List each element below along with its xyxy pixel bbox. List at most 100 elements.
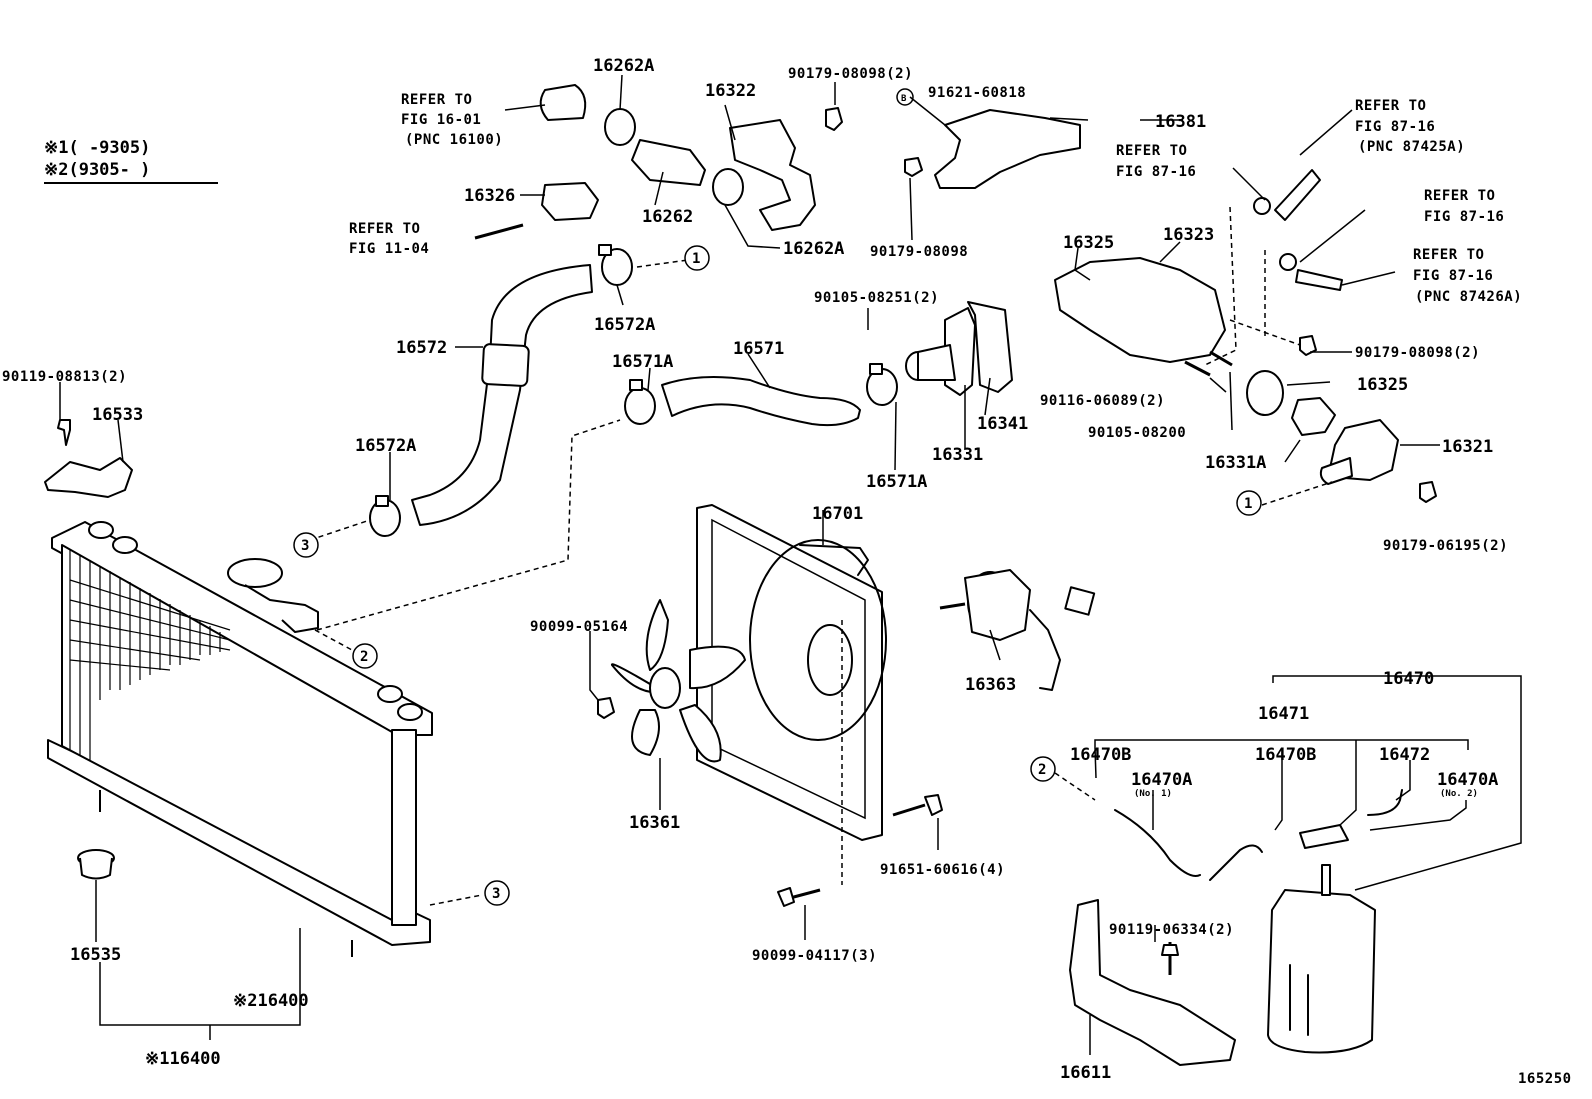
radiator-outlet-hose xyxy=(661,375,861,427)
callout-3-left: 3 xyxy=(301,538,310,554)
water-bypass-pipe xyxy=(729,119,816,231)
radiator-support-bracket xyxy=(44,419,133,498)
label-90179-08098-2-top: 90179-08098(2) xyxy=(788,66,913,82)
label-16470A-left: 16470A xyxy=(1131,770,1192,790)
ref-fig-16-01-line2: FIG 16-01 xyxy=(401,112,481,128)
label-90119-08813: 90119-08813(2) xyxy=(2,369,127,385)
label-16363: 16363 xyxy=(965,675,1016,695)
radiator-side-tank xyxy=(391,729,417,926)
callout-2-radiator: 2 xyxy=(360,649,369,665)
reference-lines xyxy=(309,206,1333,906)
upper-hose-clamp xyxy=(604,108,636,146)
label-90179-08098-2-right: 90179-08098(2) xyxy=(1355,345,1480,361)
hose-sleeve xyxy=(481,343,530,387)
callout-b-circle xyxy=(896,88,914,106)
label-16262: 16262 xyxy=(642,207,693,227)
cap-hose xyxy=(1367,789,1403,816)
label-16572A-bottom: 16572A xyxy=(355,436,416,456)
radiator-cap xyxy=(227,558,283,588)
radiator-lower-cushion xyxy=(77,849,115,880)
radiator-mount-top-left xyxy=(88,521,114,539)
callout-1-inlet: 1 xyxy=(1244,496,1253,512)
label-16470: 16470 xyxy=(1383,669,1434,689)
ref-fig-87-16-a-line2: FIG 87-16 xyxy=(1355,119,1435,135)
part-labels: REFER TO FIG 16-01 (PNC 16100) REFER TO … xyxy=(2,56,1571,1087)
ref-fig-11-04-line2: FIG 11-04 xyxy=(349,241,429,257)
label-16322: 16322 xyxy=(705,81,756,101)
label-16571: 16571 xyxy=(733,339,784,359)
label-16325-mid: 16325 xyxy=(1357,375,1408,395)
label-16470B-right: 16470B xyxy=(1255,745,1316,765)
label-90099-05164: 90099-05164 xyxy=(530,619,628,635)
inlet-gasket xyxy=(967,301,1013,393)
fan-motor xyxy=(939,569,1096,691)
radiator-illustration xyxy=(47,521,433,957)
ref-fig-11-04-line1: REFER TO xyxy=(349,221,420,237)
label-16321: 16321 xyxy=(1442,437,1493,457)
ref-fig-87-16-d-line1: REFER TO xyxy=(1413,247,1484,263)
label-16470A-right: 16470A xyxy=(1437,770,1498,790)
ref-fig-87-16-a-line3: (PNC 87425A) xyxy=(1358,139,1465,155)
ref-fig-87-16-d-line3: (PNC 87426A) xyxy=(1415,289,1522,305)
water-inlet-housing xyxy=(905,307,976,396)
label-90179-08098: 90179-08098 xyxy=(870,244,968,260)
label-16331: 16331 xyxy=(932,445,983,465)
label-16262A-top: 16262A xyxy=(593,56,654,76)
radiator-inlet-pipe xyxy=(244,584,319,633)
callout-3-radiator: 3 xyxy=(492,886,501,902)
ref-fig-87-16-b-line2: FIG 87-16 xyxy=(1116,164,1196,180)
label-91621-60818: 91621-60818 xyxy=(928,85,1026,101)
label-16470A-left-sub: (No. 1) xyxy=(1134,789,1172,799)
stud-bolt xyxy=(474,223,524,240)
label-216400: ※216400 xyxy=(233,991,309,1011)
label-16701: 16701 xyxy=(812,504,863,524)
label-16381: 16381 xyxy=(1155,112,1206,132)
cooling-fan xyxy=(597,599,746,763)
label-16361: 16361 xyxy=(629,813,680,833)
label-16326: 16326 xyxy=(464,186,515,206)
label-116400: ※116400 xyxy=(145,1049,221,1069)
hose-clamp-upper xyxy=(598,244,633,286)
overflow-hose-1 xyxy=(1114,809,1201,877)
label-16323: 16323 xyxy=(1163,225,1214,245)
ref-fig-87-16-c-line2: FIG 87-16 xyxy=(1424,209,1504,225)
label-16571A-top: 16571A xyxy=(612,352,673,372)
label-90105-08251: 90105-08251(2) xyxy=(814,290,939,306)
callout-2-reservoir: 2 xyxy=(1038,762,1047,778)
label-16470A-right-sub: (No. 2) xyxy=(1440,789,1478,799)
hose-clamp-outlet-left xyxy=(624,379,656,425)
label-16572: 16572 xyxy=(396,338,447,358)
gasket-16326 xyxy=(541,182,599,221)
label-16572A-top: 16572A xyxy=(594,315,655,335)
hose-clamp-lower xyxy=(369,495,401,537)
engine-bracket xyxy=(934,109,1081,189)
label-16472: 16472 xyxy=(1379,745,1430,765)
label-91651-60616: 91651-60616(4) xyxy=(880,862,1005,878)
label-16535: 16535 xyxy=(70,945,121,965)
label-90099-04117: 90099-04117(3) xyxy=(752,948,877,964)
reservoir-tank xyxy=(1267,824,1376,1054)
overflow-hose-2 xyxy=(1209,844,1263,881)
label-16470B-left: 16470B xyxy=(1070,745,1131,765)
label-16571A-bottom: 16571A xyxy=(866,472,927,492)
ref-fig-87-16-d-line2: FIG 87-16 xyxy=(1413,268,1493,284)
label-16533: 16533 xyxy=(92,405,143,425)
fan-shroud xyxy=(696,504,887,841)
label-16611: 16611 xyxy=(1060,1063,1111,1083)
label-90105-08200: 90105-08200 xyxy=(1088,425,1186,441)
ref-fig-16-01-line3: (PNC 16100) xyxy=(405,132,503,148)
upper-hose xyxy=(631,139,706,186)
nut-90179-08098 xyxy=(904,157,923,177)
heater-hose-ref-1 xyxy=(1274,169,1321,221)
thermostat xyxy=(1291,397,1336,436)
label-16341: 16341 xyxy=(977,414,1028,434)
label-16471: 16471 xyxy=(1258,704,1309,724)
hose-clamp-outlet-right xyxy=(866,363,898,406)
label-90119-06334: 90119-06334(2) xyxy=(1109,922,1234,938)
callout-b: B xyxy=(901,94,907,104)
radiator-inlet-hose xyxy=(411,264,593,526)
label-16325-top: 16325 xyxy=(1063,233,1114,253)
ref-fig-87-16-a-line1: REFER TO xyxy=(1355,98,1426,114)
ref-fig-87-16-b-line1: REFER TO xyxy=(1116,143,1187,159)
